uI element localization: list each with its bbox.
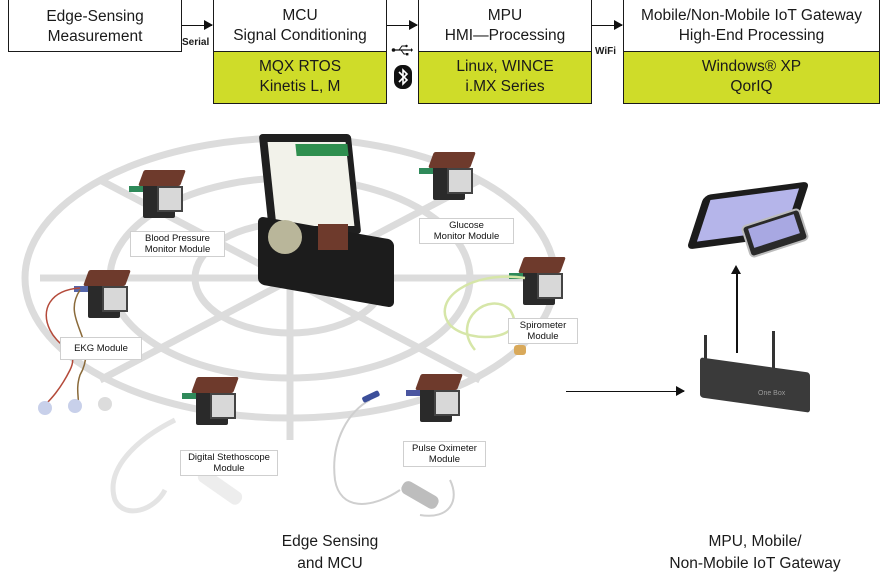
arrow-serial — [182, 20, 213, 30]
stage-title-line1: MPU — [487, 7, 523, 24]
platform-line1: Windows® XP — [701, 58, 802, 75]
arrow-to-gateway — [566, 386, 685, 396]
pulse-oximeter-cable — [333, 390, 455, 517]
stage-title-line1: MCU — [282, 7, 318, 24]
arrow-wifi — [592, 20, 623, 30]
spirometer-tube — [443, 275, 526, 355]
stage-platform: Windows® XP QorIQ — [624, 51, 879, 103]
router-label: One Box — [758, 390, 786, 397]
caption-edge-sensing: Edge Sensing and MCU — [281, 533, 379, 572]
glucose-device — [419, 150, 479, 204]
arrow-to-mobile — [732, 265, 740, 353]
module-label-ekg: EKG Module — [60, 337, 142, 360]
stage-edge-sensing: Edge-Sensing Measurement — [8, 0, 182, 52]
ekg-device — [74, 268, 134, 322]
stage-title-line1: Mobile/Non-Mobile IoT Gateway — [640, 7, 863, 24]
usb-icon — [391, 44, 413, 56]
tablet-phone-devices — [686, 180, 818, 260]
stage-title-line2: HMI—Processing — [444, 27, 566, 44]
arrow-usb-bluetooth — [387, 20, 418, 30]
stage-title-line2: High-End Processing — [678, 27, 825, 44]
pulse-oximeter-device — [406, 372, 466, 426]
platform-line2: i.MX Series — [465, 78, 545, 95]
link-label-wifi: WiFi — [595, 46, 617, 57]
stage-gateway: Mobile/Non-Mobile IoT Gateway High-End P… — [623, 0, 880, 104]
bluetooth-icon — [394, 65, 412, 89]
stethoscope-device — [182, 375, 242, 429]
stethoscope-cable — [110, 417, 243, 514]
link-label-serial: Serial — [182, 37, 210, 48]
stage-mpu: MPU HMI—Processing Linux, WINCE i.MX Ser… — [418, 0, 592, 104]
platform-line2: Kinetis L, M — [259, 78, 341, 95]
platform-line1: Linux, WINCE — [456, 58, 554, 75]
blood-pressure-device — [129, 168, 189, 222]
stage-title-line1: Edge-Sensing — [46, 8, 144, 25]
iot-gateway-router: One Box — [696, 331, 816, 415]
medical-kit-case — [258, 128, 398, 308]
stage-title-line2: Measurement — [47, 28, 143, 45]
spirometer-device — [509, 255, 569, 309]
platform-line1: MQX RTOS — [258, 58, 342, 75]
stage-platform: Linux, WINCE i.MX Series — [419, 51, 591, 103]
stage-platform: MQX RTOS Kinetis L, M — [214, 51, 386, 103]
stage-title-line2: Signal Conditioning — [233, 27, 367, 44]
caption-gateway: MPU, Mobile/ Non-Mobile IoT Gateway — [669, 533, 841, 572]
stage-mcu: MCU Signal Conditioning MQX RTOS Kinetis… — [213, 0, 387, 104]
platform-line2: QorIQ — [730, 78, 773, 95]
